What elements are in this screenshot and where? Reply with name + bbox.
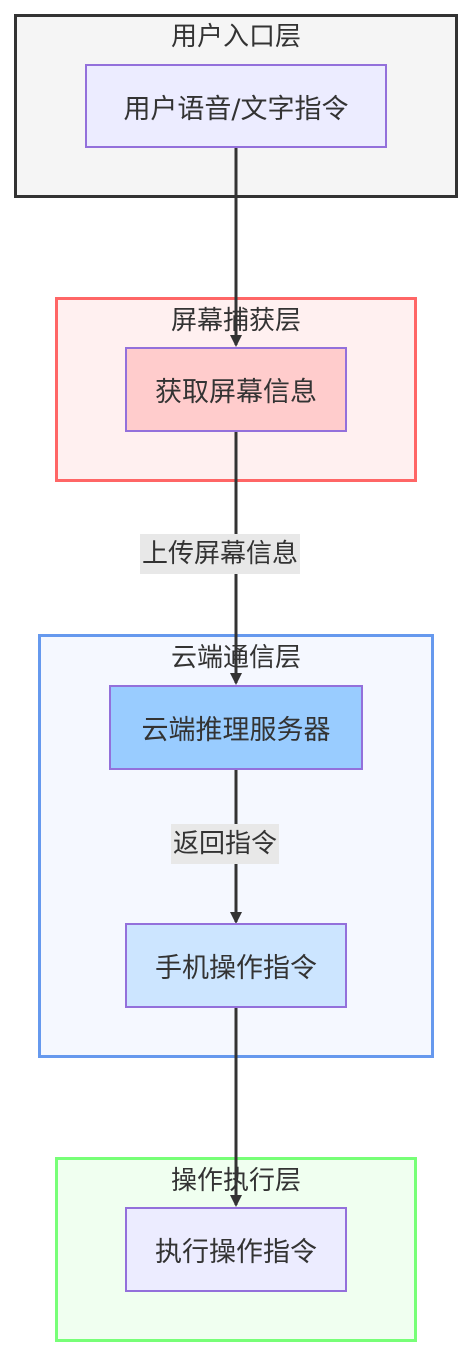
edge-label-return-command: 返回指令 <box>171 824 280 864</box>
execution-layer-title: 操作执行层 <box>170 1166 301 1196</box>
edge-label-upload-screen: 上传屏幕信息 <box>140 534 301 574</box>
cloud-communication-layer-title: 云端通信层 <box>170 643 301 673</box>
cloud-inference-server-node: 云端推理服务器 <box>109 685 363 770</box>
get-screen-info-node: 获取屏幕信息 <box>125 347 347 432</box>
phone-command-node: 手机操作指令 <box>125 923 347 1008</box>
voice-text-command-node: 用户语音/文字指令 <box>85 64 387 148</box>
user-entry-layer-title: 用户入口层 <box>170 22 301 52</box>
screen-capture-layer-title: 屏幕捕获层 <box>170 306 301 336</box>
execute-command-node: 执行操作指令 <box>125 1207 347 1292</box>
